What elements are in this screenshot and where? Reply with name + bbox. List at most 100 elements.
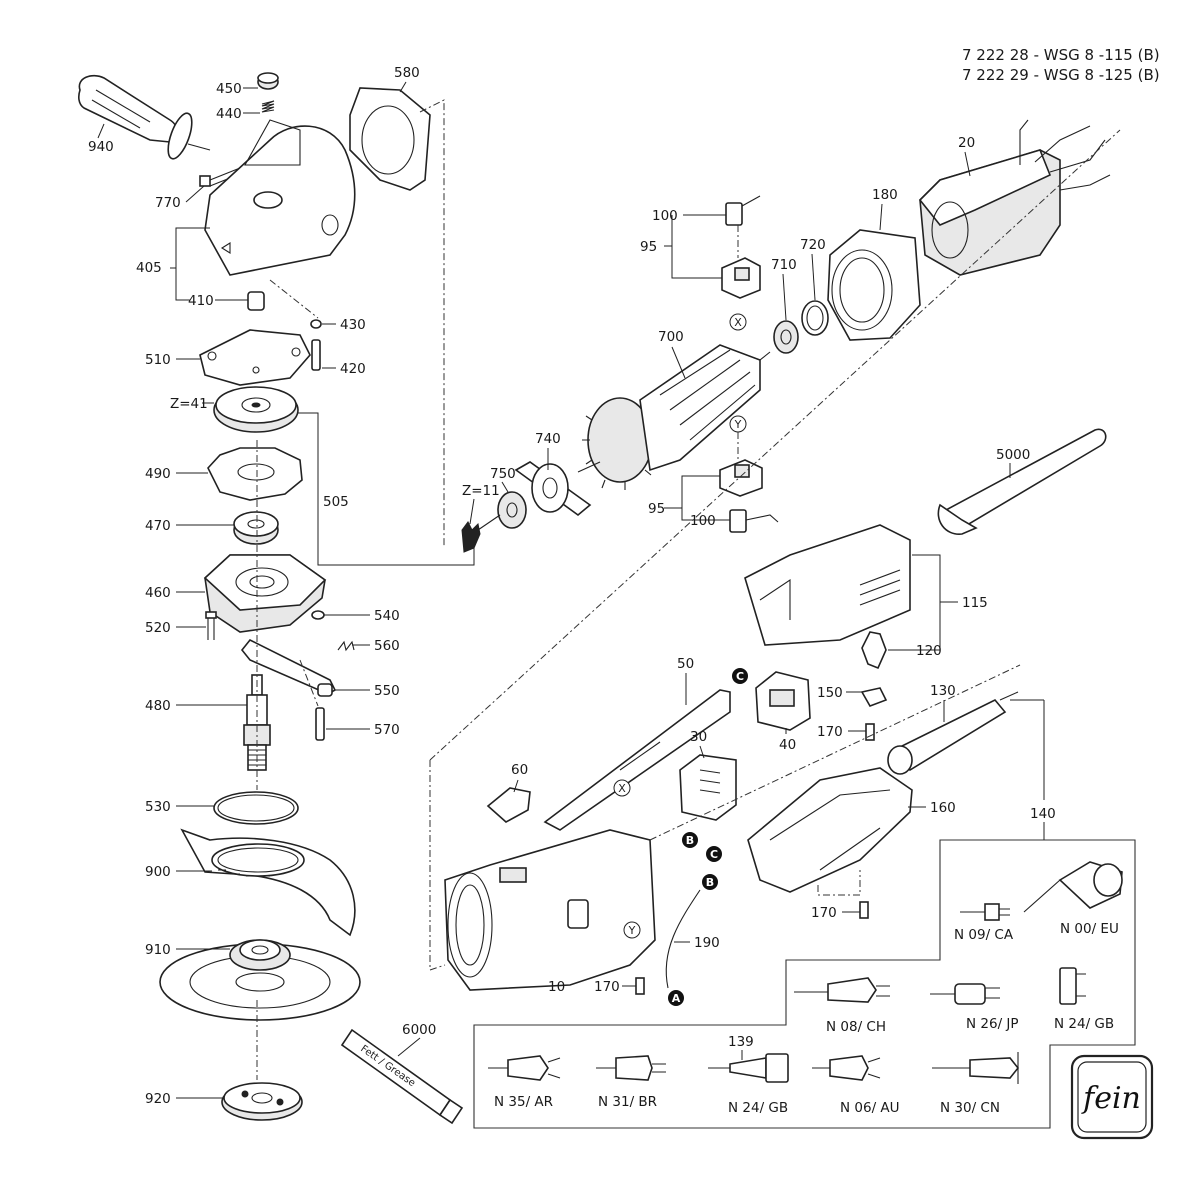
label-z11: Z=11 [462,483,500,499]
svg-text:X: X [618,782,626,795]
plug-n00-eu [1023,861,1123,913]
label-95-top: 95 [640,239,657,255]
model-line-2: 7 222 29 - WSG 8 -125 (B) [962,66,1160,84]
part-580-guard-ring [349,87,431,191]
label-150: 150 [817,685,843,701]
part-520-screw [205,611,217,640]
part-530-o-ring [213,791,299,825]
part-430-ring [310,319,322,329]
label-740: 740 [535,431,561,447]
plug-label-n09: N 09/ CA [954,927,1014,943]
label-95-bottom: 95 [648,501,665,517]
plug-n06-au [812,1055,881,1081]
label-510: 510 [145,352,171,368]
label-420: 420 [340,361,366,377]
part-180-air-guide [827,229,921,341]
part-190-connector-cable [665,889,701,989]
label-440: 440 [216,106,242,122]
plug-label-n26: N 26/ JP [966,1016,1019,1032]
label-720: 720 [800,237,826,253]
label-160: 160 [930,800,956,816]
plug-label-n08: N 08/ CH [826,1019,886,1035]
marker-c-1: C [732,668,748,684]
part-560-spring [337,640,355,652]
part-710-bearing [773,320,799,354]
label-570: 570 [374,722,400,738]
label-180: 180 [872,187,898,203]
plug-n08-ch [794,977,890,1003]
label-750: 750 [490,466,516,482]
plug-n35-ar [488,1055,561,1081]
plug-label-n06: N 06/ AU [840,1100,900,1116]
label-10: 10 [548,979,565,995]
plug-variants-frame [473,839,1136,1129]
plug-n24-gb-top [1059,967,1086,1005]
part-100-carbon-brush-top [725,202,743,226]
marker-x-2: X [613,779,631,797]
part-z11-pinion [461,514,501,553]
svg-text:Y: Y [628,924,636,937]
marker-b-2: B [702,874,718,890]
label-40: 40 [779,737,796,753]
part-405-gear-housing [204,119,356,276]
label-139: 139 [728,1034,754,1050]
part-170-screw-b [859,901,869,919]
plug-label-n30: N 30/ CN [940,1100,1000,1116]
part-940-side-handle [78,74,211,160]
part-30-switch [679,754,737,821]
svg-text:C: C [736,670,744,683]
label-130: 130 [930,683,956,699]
tube-label: Fett / Grease [358,1043,417,1089]
part-60-slide-button [486,787,531,823]
part-170-screw-a [865,723,875,741]
label-550: 550 [374,683,400,699]
part-910-grinding-disc [159,939,361,1021]
part-540-ring [311,610,325,620]
label-710: 710 [771,257,797,273]
label-480: 480 [145,698,171,714]
label-505: 505 [323,494,349,510]
label-140: 140 [1030,806,1056,822]
label-6000: 6000 [402,1022,436,1038]
part-490-plate [207,447,303,501]
part-160-handle-shell [747,767,913,893]
label-560: 560 [374,638,400,654]
label-100-top: 100 [652,208,678,224]
label-430: 430 [340,317,366,333]
part-130-cable-protector [887,691,1019,775]
part-20-stator [918,119,1111,276]
svg-text:C: C [710,848,718,861]
label-120: 120 [916,643,942,659]
plug-n31-br [596,1055,666,1081]
marker-a: A [668,990,684,1006]
label-z41: Z=41 [170,396,208,412]
marker-c-2: C [706,846,722,862]
part-50-switch-rod [543,689,731,831]
label-410: 410 [188,293,214,309]
label-900: 900 [145,864,171,880]
part-40-electronic-module [755,671,811,731]
label-115: 115 [962,595,988,611]
label-490: 490 [145,466,171,482]
part-440-spring [261,100,275,113]
plug-label-n24-bottom: N 24/ GB [728,1100,788,1116]
plug-n09-ca [960,903,1010,921]
svg-text:X: X [734,316,742,329]
label-60: 60 [511,762,528,778]
label-170-c: 170 [594,979,620,995]
label-700: 700 [658,329,684,345]
part-460-bearing-flange [203,554,327,633]
part-570-pin [315,707,325,741]
part-150-clamp [860,687,888,707]
label-770: 770 [155,195,181,211]
label-460: 460 [145,585,171,601]
label-940: 940 [88,139,114,155]
model-line-1: 7 222 28 - WSG 8 -115 (B) [962,46,1160,64]
label-540: 540 [374,608,400,624]
part-420-pin [311,339,321,371]
part-510-gasket [199,329,311,386]
svg-text:B: B [686,834,694,847]
plug-n26-jp [930,983,1000,1005]
